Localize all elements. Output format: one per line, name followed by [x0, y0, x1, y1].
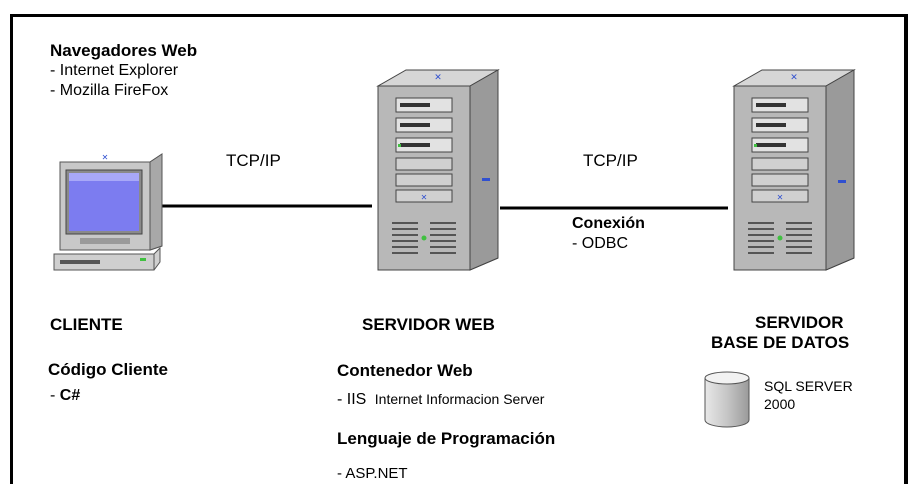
svg-text:✕: ✕ [434, 73, 442, 83]
protocol-label-web-db: TCP/IP [583, 151, 638, 170]
connection-title: Conexión [572, 215, 645, 232]
svg-text:✕: ✕ [102, 153, 109, 162]
svg-text:✕: ✕ [777, 193, 784, 202]
client-code-item: - C# [50, 388, 80, 404]
browsers-title: Navegadores Web [50, 41, 198, 60]
database-server-icon: ✕ ✕ [732, 69, 856, 271]
connection-odbc: - ODBC [572, 235, 628, 252]
client-code-prefix: - [50, 387, 60, 404]
svg-text:✕: ✕ [421, 193, 428, 202]
web-server-icon: ✕ ✕ [376, 69, 500, 271]
database-cylinder-icon [704, 371, 750, 428]
web-container-iis: - IIS [337, 391, 367, 408]
client-code-title: Código Cliente [48, 360, 168, 379]
client-computer-icon: ✕ [53, 153, 163, 271]
protocol-label-client-web: TCP/IP [226, 151, 281, 170]
db-name-line2: 2000 [764, 396, 796, 412]
programming-language-item: - ASP.NET [337, 465, 408, 482]
web-container-detail: Internet Informacion Server [374, 391, 545, 407]
diagram-frame [10, 14, 908, 484]
db-server-label-line1: SERVIDOR [755, 313, 844, 332]
db-server-label-line2: BASE DE DATOS [711, 333, 850, 352]
client-code-language: C# [59, 387, 81, 404]
web-container-title: Contenedor Web [337, 361, 473, 380]
web-server-label: SERVIDOR WEB [362, 315, 495, 334]
web-container-item: - IIS Internet Informacion Server [337, 392, 544, 408]
programming-language-title: Lenguaje de Programación [337, 429, 556, 448]
browser-internet-explorer: - Internet Explorer [50, 62, 179, 79]
svg-text:✕: ✕ [790, 73, 798, 83]
browser-firefox: - Mozilla FireFox [50, 82, 169, 99]
db-name-line1: SQL SERVER [764, 378, 853, 394]
client-label: CLIENTE [50, 315, 123, 334]
